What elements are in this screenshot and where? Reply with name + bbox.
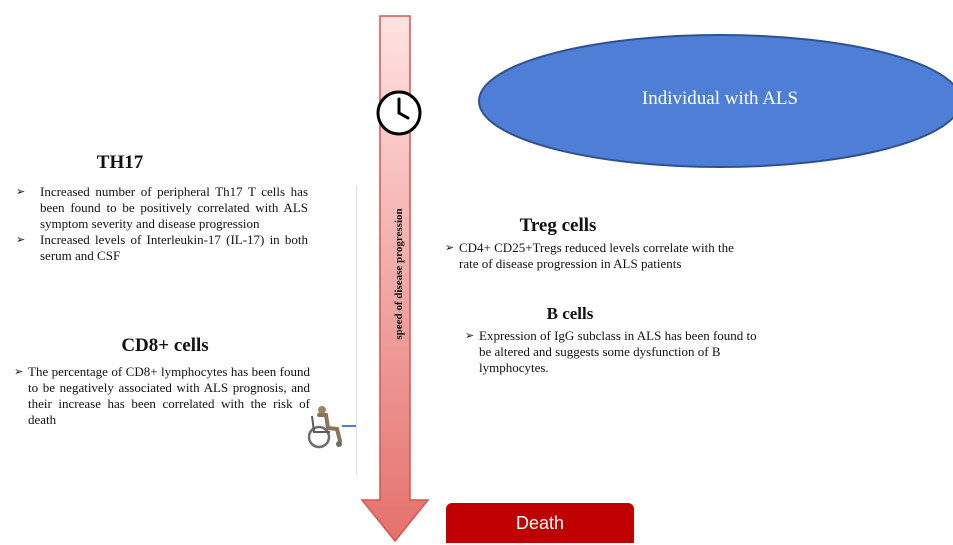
cd8-bullets: The percentage of CD8+ lymphocytes has b… [14, 364, 310, 428]
bcells-bullet-1: Expression of IgG subclass in ALS has be… [465, 328, 770, 376]
speed-axis-label: speed of disease progression [393, 208, 405, 340]
clock-icon [376, 90, 422, 136]
bcells-bullets: Expression of IgG subclass in ALS has be… [465, 328, 770, 376]
als-individual-label: Individual with ALS [641, 88, 799, 109]
death-label: Death [515, 513, 565, 533]
treg-bullets: CD4+ CD25+Tregs reduced levels correlate… [445, 240, 745, 272]
wheelchair-marker [342, 425, 356, 427]
wheelchair-icon [307, 406, 342, 449]
cd8-heading: CD8+ cells [121, 335, 209, 356]
th17-bullets: Increased number of peripheral Th17 T ce… [12, 184, 308, 264]
death-box: Death [446, 503, 634, 543]
th17-bullet-1: Increased number of peripheral Th17 T ce… [12, 184, 308, 232]
treg-heading: Treg cells [519, 215, 597, 236]
th17-heading: TH17 [96, 152, 144, 173]
treg-bullet-1: CD4+ CD25+Tregs reduced levels correlate… [445, 240, 745, 272]
cd8-bullet-1: The percentage of CD8+ lymphocytes has b… [14, 364, 310, 428]
th17-bullet-2: Increased levels of Interleukin-17 (IL-1… [12, 232, 308, 264]
als-individual-ellipse [478, 34, 953, 168]
guide-line [356, 185, 357, 475]
bcells-heading: B cells [546, 304, 594, 323]
